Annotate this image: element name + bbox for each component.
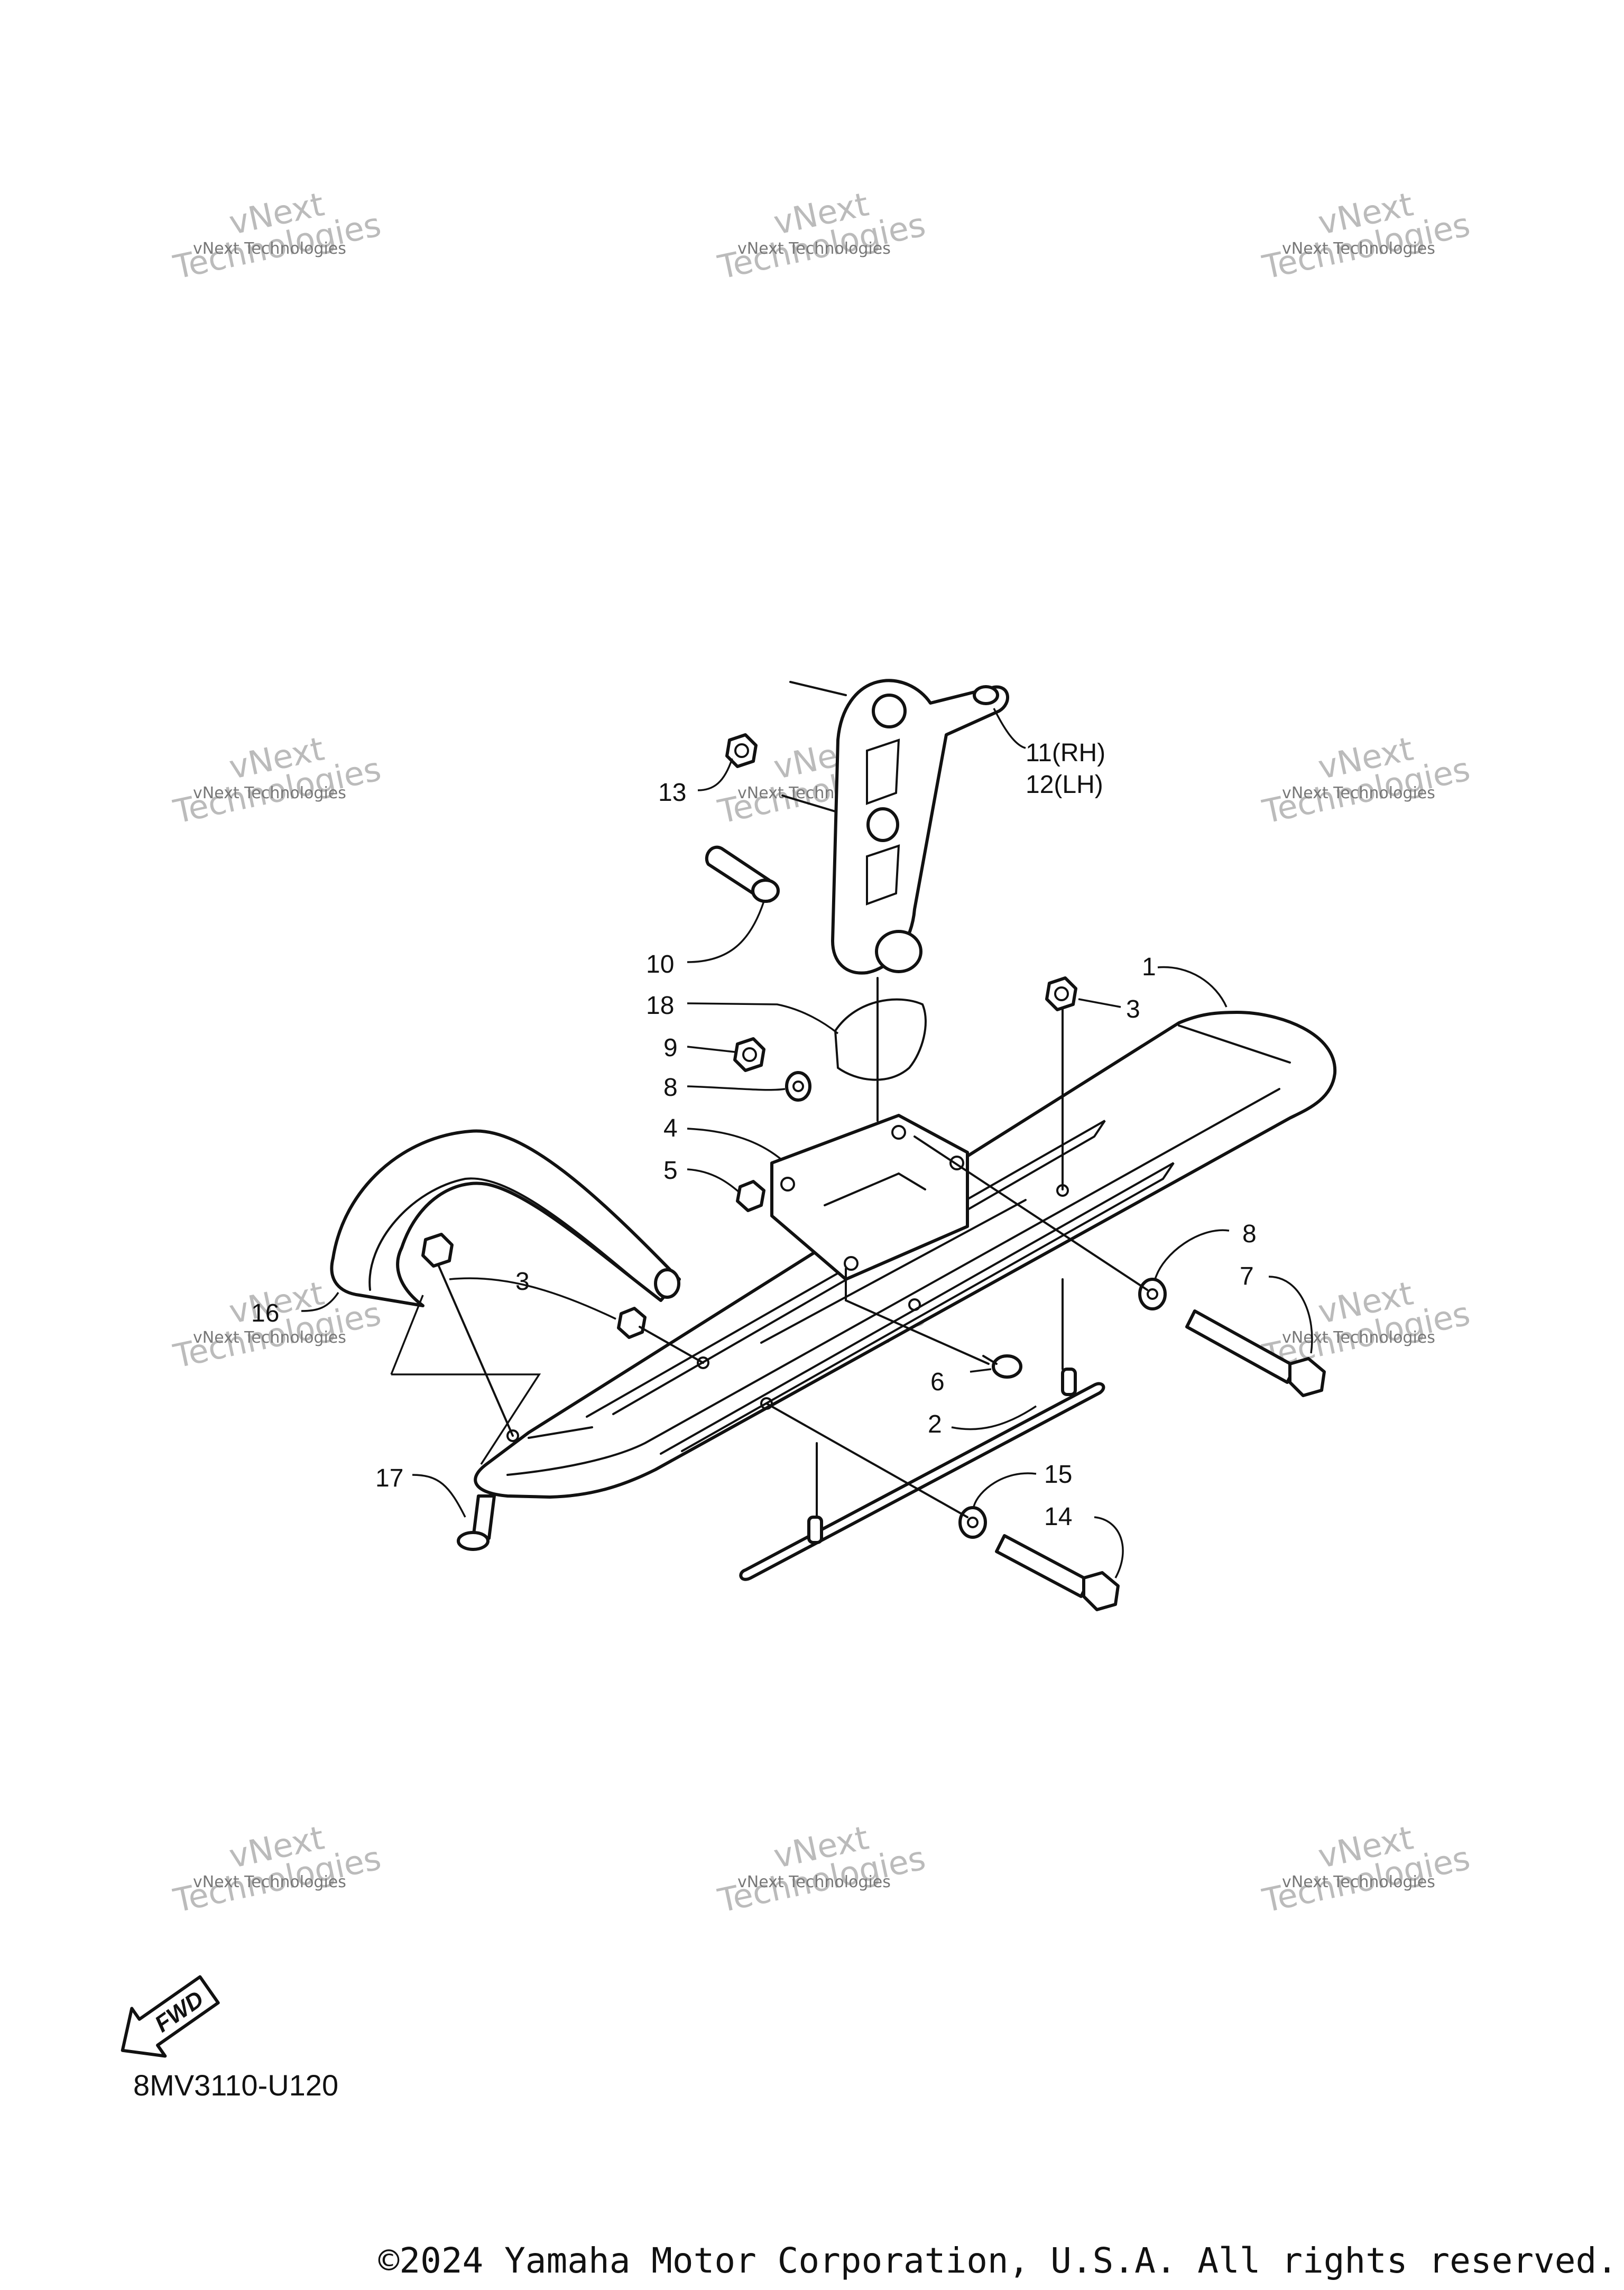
svg-text:vNext Technologies: vNext Technologies	[1282, 784, 1435, 802]
callout-5: 5	[663, 1157, 678, 1185]
svg-text:vNext Technologies: vNext Technologies	[193, 1328, 346, 1347]
washer-8-right	[1138, 1278, 1167, 1310]
callout-3-mid: 3	[515, 1268, 530, 1296]
callout-18: 18	[646, 992, 674, 1020]
callout-11: 11(RH)	[1026, 739, 1105, 767]
callout-15: 15	[1044, 1461, 1072, 1489]
spindle-arm-11-12	[781, 679, 1009, 975]
callout-14: 14	[1044, 1503, 1072, 1531]
diagram-code: 8MV3110-U120	[133, 2069, 339, 2102]
svg-text:vNext Technologies: vNext Technologies	[1282, 239, 1435, 258]
callout-2: 2	[928, 1410, 942, 1438]
nut-3-top	[1045, 976, 1077, 1011]
screw-6	[982, 1354, 1022, 1379]
watermark-bottom-right: Technologies vNext vNext Technologies	[1259, 1818, 1473, 1920]
damper-18	[834, 998, 927, 1081]
watermark-bottom-center: Technologies vNext vNext Technologies	[714, 1818, 929, 1920]
callout-1: 1	[1142, 953, 1156, 981]
watermark-mid-right: Technologies vNext vNext Technologies	[1259, 729, 1473, 831]
callout-16: 16	[251, 1299, 279, 1327]
svg-text:vNext Technologies: vNext Technologies	[1282, 1328, 1435, 1347]
svg-text:vNext Technologies: vNext Technologies	[1282, 1873, 1435, 1891]
svg-text:vNext Technologies: vNext Technologies	[193, 239, 346, 258]
washer-15	[958, 1506, 987, 1539]
watermark-top-left: Technologies vNext vNext Technologies	[170, 184, 384, 287]
svg-text:vNext Technologies: vNext Technologies	[193, 784, 346, 802]
callout-13: 13	[658, 779, 686, 807]
nut-5	[736, 1180, 765, 1212]
callout-3-top: 3	[1126, 995, 1140, 1023]
watermark-top-right: Technologies vNext vNext Technologies	[1259, 184, 1473, 287]
callout-7: 7	[1240, 1262, 1254, 1290]
callout-4: 4	[663, 1114, 678, 1142]
screw-17	[457, 1494, 496, 1551]
collar-10	[705, 845, 780, 903]
callout-9: 9	[663, 1034, 678, 1062]
nut-13	[725, 733, 758, 768]
callout-8-right: 8	[1242, 1220, 1257, 1248]
copyright-notice: ©2024 Yamaha Motor Corporation, U.S.A. A…	[378, 2240, 1618, 2281]
nut-3-mid	[617, 1307, 647, 1339]
watermark-bottom-left: Technologies vNext vNext Technologies	[170, 1818, 384, 1920]
washer-8-left	[785, 1071, 811, 1102]
watermark-mid-left: Technologies vNext vNext Technologies	[170, 729, 384, 831]
bolt-14	[995, 1534, 1120, 1611]
callout-8-left: 8	[663, 1074, 678, 1102]
bolt-7	[1185, 1309, 1326, 1397]
watermark-top-center: Technologies vNext vNext Technologies	[714, 184, 929, 287]
callout-17: 17	[375, 1464, 403, 1492]
bracket-4	[770, 1114, 969, 1281]
nut-3-handle	[421, 1233, 454, 1268]
callout-10: 10	[646, 950, 674, 978]
svg-text:vNext Technologies: vNext Technologies	[193, 1873, 346, 1891]
nut-9	[733, 1037, 765, 1072]
callout-6: 6	[930, 1368, 945, 1396]
svg-text:vNext Technologies: vNext Technologies	[737, 239, 891, 258]
svg-text:vNext Technologies: vNext Technologies	[737, 1873, 891, 1891]
ski-handle-16	[330, 1129, 681, 1307]
fwd-arrow-icon: FWD	[121, 1975, 220, 2058]
callout-12: 12(LH)	[1026, 771, 1103, 799]
wear-bar-2	[739, 1368, 1105, 1581]
